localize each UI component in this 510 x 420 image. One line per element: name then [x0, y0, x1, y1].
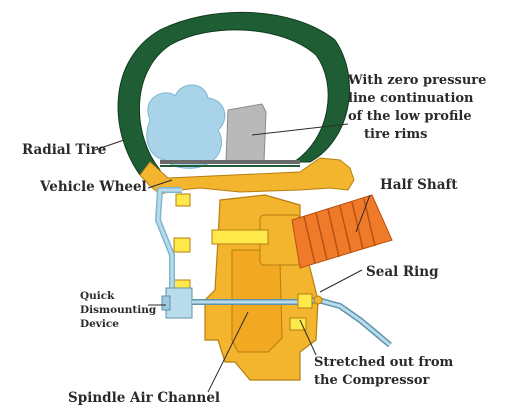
label-seal-ring: Seal Ring [366, 264, 439, 280]
half-shaft-ribs [303, 198, 376, 265]
label-zero-pressure-line4: tire rims [364, 127, 427, 142]
spindle-air-channel-core [192, 298, 391, 347]
label-zero-pressure-line1: With zero pressure [347, 73, 486, 88]
leader-seal-ring [319, 269, 363, 293]
label-quick-dismount-line3: Device [80, 318, 119, 330]
label-spindle-air-channel: Spindle Air Channel [68, 390, 220, 406]
leader-zero-pressure [251, 123, 349, 136]
label-vehicle-wheel: Vehicle Wheel [39, 179, 147, 195]
label-radial-tire: Radial Tire [22, 142, 106, 158]
leader-half-shaft [355, 194, 371, 233]
label-stretched-line1: Stretched out from [314, 355, 454, 370]
seal-ring [297, 293, 313, 309]
leader-stretched [299, 319, 317, 356]
zero-pressure-insert [225, 103, 267, 163]
spindle-fitting [289, 317, 307, 331]
shaft-bolt [211, 229, 269, 245]
leader-vehicle-wheel [147, 179, 173, 189]
label-stretched-line2: the Compressor [314, 373, 430, 388]
label-half-shaft: Half Shaft [380, 177, 458, 193]
label-zero-pressure-line2: line continuation [348, 91, 474, 106]
leader-spindle [207, 311, 249, 393]
label-quick-dismount-line1: Quick [80, 290, 115, 302]
upper-fitting [175, 193, 191, 207]
rim-band-lower [160, 165, 300, 167]
air-line-core [156, 188, 182, 290]
label-zero-pressure-line3: of the low profile [348, 109, 472, 124]
seal-ring-detail [313, 295, 323, 305]
rim-band-upper [160, 160, 300, 164]
mid-fitting [173, 237, 191, 253]
air-bladder [146, 84, 226, 169]
leader-radial-tire [94, 139, 125, 151]
radial-tire [117, 11, 350, 176]
dismount-cap [161, 295, 171, 311]
label-quick-dismount-line2: Dismounting [80, 304, 157, 316]
